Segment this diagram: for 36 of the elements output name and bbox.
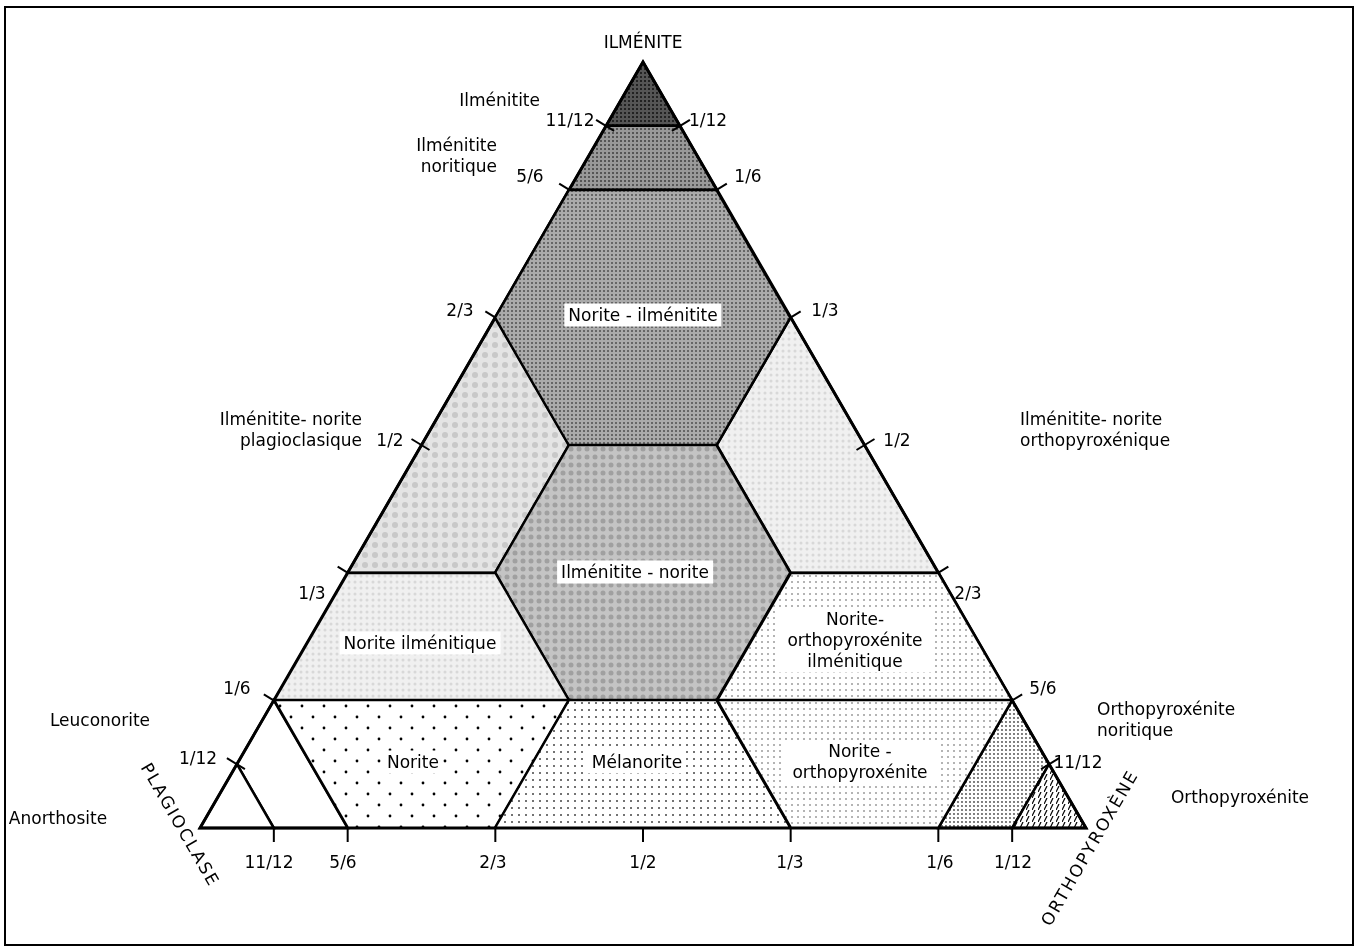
scale-fraction: 1/3 (776, 851, 804, 873)
region-name: Ilménitite - norite (557, 560, 713, 584)
scale-fraction: 1/2 (883, 429, 911, 451)
vertex-label: ILMÉNITE (603, 31, 683, 53)
scale-fraction: 5/6 (516, 165, 544, 187)
scale-fraction: 1/2 (629, 851, 657, 873)
rock-field-region (716, 700, 1013, 828)
field-name: Ilménitite (459, 89, 540, 111)
scale-fraction: 5/6 (1029, 677, 1057, 699)
region-name: Norite - ilménitite (564, 303, 722, 327)
scale-fraction: 1/3 (298, 582, 326, 604)
scale-fraction: 1/6 (926, 851, 954, 873)
field-name: Ilménitite- norite plagioclasique (218, 409, 362, 451)
scale-fraction: 11/12 (1053, 751, 1103, 772)
rock-field-region (716, 572, 1013, 701)
scale-fraction: 2/3 (479, 851, 507, 873)
field-name: Ilménitite- norite orthopyroxénique (1020, 409, 1172, 451)
rock-field-region (273, 700, 570, 828)
field-name: Leuconorite (49, 709, 151, 731)
scale-fraction: 1/12 (688, 109, 728, 131)
scale-fraction: 5/6 (329, 851, 357, 873)
field-name: Ilménitite noritique (415, 135, 497, 177)
field-name: Orthopyroxénite (1170, 786, 1310, 808)
scale-fraction: 1/6 (223, 677, 251, 699)
scale-fraction: 2/3 (954, 582, 982, 604)
region-name: Norite ilménitique (339, 631, 501, 655)
scale-fraction: 11/12 (545, 109, 595, 131)
scale-fraction: 2/3 (446, 299, 474, 321)
rock-field-region (495, 189, 791, 445)
field-name: Orthopyroxénite noritique (1097, 699, 1237, 741)
scale-fraction: 11/12 (244, 851, 294, 873)
field-name: Anorthosite (8, 807, 108, 829)
scale-fraction: 1/2 (376, 429, 404, 451)
scale-fraction: 1/6 (734, 165, 762, 187)
scale-fraction: 1/3 (811, 299, 839, 321)
scale-fraction: 1/12 (993, 851, 1033, 873)
